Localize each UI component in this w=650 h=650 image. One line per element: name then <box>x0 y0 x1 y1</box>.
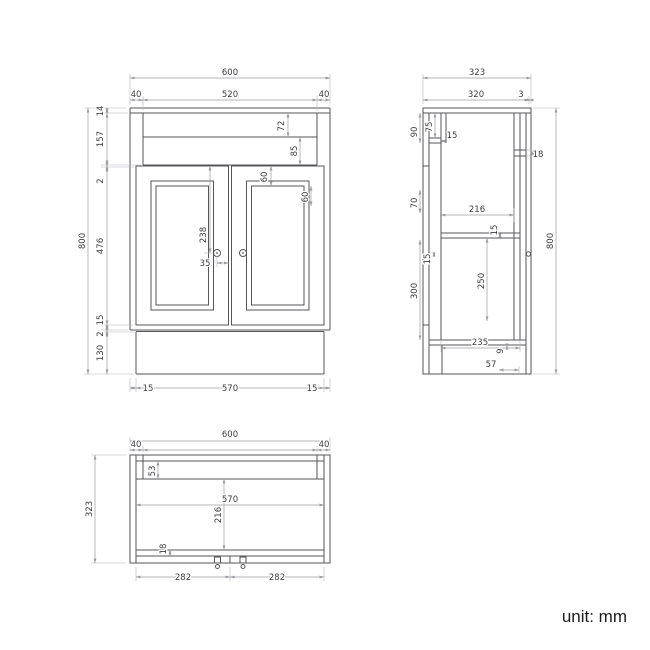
dim-label: 90 <box>410 127 420 138</box>
dim-label: 216 <box>214 507 224 523</box>
dim-label: 323 <box>469 68 485 78</box>
dim-label: 40 <box>319 440 330 450</box>
dim-label: 15 <box>490 225 500 236</box>
dim-label: 15 <box>96 315 106 326</box>
dim-label: 157 <box>96 131 106 147</box>
dim-label: 85 <box>290 146 300 157</box>
dim-label: 15 <box>423 254 433 265</box>
dim-label: 2 <box>96 178 106 183</box>
dim-label: 14 <box>96 106 106 117</box>
dim-label: 15 <box>307 384 318 394</box>
side-view-geometry <box>422 107 532 375</box>
unit-label: unit: mm <box>561 607 627 626</box>
dim-label: 35 <box>200 259 211 269</box>
dim-label: 216 <box>469 205 485 215</box>
dim-label: 2 <box>96 331 106 336</box>
top-view-dimension-lines <box>93 439 331 579</box>
front-view-labels: 600 40 520 40 14 157 2 476 15 2 130 800 72 85 60 60 238 3… <box>77 67 331 396</box>
dim-label: 520 <box>222 90 238 100</box>
dim-label: 60 <box>260 172 270 183</box>
dim-label: 72 <box>277 121 287 132</box>
dim-label: 40 <box>131 440 142 450</box>
dim-label: 320 <box>468 90 484 100</box>
dim-label: 570 <box>222 495 238 505</box>
dim-label: 800 <box>78 233 88 249</box>
dim-label: 70 <box>410 198 420 209</box>
dim-label: 600 <box>222 68 238 78</box>
dim-label: 600 <box>222 430 238 440</box>
dim-label: 53 <box>148 466 158 477</box>
dim-label: 800 <box>546 233 556 249</box>
side-view-labels: 323 320 3 75 90 15 18 70 216 15 15 300 250 235 9 57 800 <box>409 67 558 372</box>
dim-label: 15 <box>447 131 458 141</box>
plan-knob-right <box>239 556 247 564</box>
dim-label: 15 <box>143 384 154 394</box>
dim-label: 40 <box>131 90 142 100</box>
dim-label: 282 <box>269 573 285 583</box>
dim-label: 75 <box>425 122 435 133</box>
plan-knob-left <box>214 556 221 564</box>
dim-label: 40 <box>319 90 330 100</box>
dim-label: 57 <box>486 360 497 370</box>
front-view-dimension-lines <box>86 76 331 390</box>
dim-label: 476 <box>96 238 106 254</box>
front-view-geometry <box>129 107 331 375</box>
side-fitting-detail <box>525 251 532 257</box>
dim-label: 238 <box>199 227 209 243</box>
dim-label: 130 <box>96 345 106 361</box>
top-view-labels: 600 40 40 323 53 570 216 18 282 282 <box>84 429 331 585</box>
dim-label: 60 <box>301 192 311 203</box>
dim-label: 300 <box>410 283 420 299</box>
dim-label: 323 <box>85 501 95 517</box>
dim-label: 570 <box>222 384 238 394</box>
dim-label: 18 <box>533 150 544 160</box>
dim-label: 235 <box>472 338 488 348</box>
dim-label: 3 <box>518 90 523 100</box>
top-view-geometry <box>129 454 331 569</box>
dim-label: 18 <box>159 544 169 555</box>
dimension-labels: 600 40 520 40 14 157 2 476 15 2 130 800 72 85 60 60 238 3… <box>77 67 558 585</box>
side-view-extension-lines <box>422 74 560 375</box>
top-view-extension-lines <box>91 437 331 581</box>
side-view-dimension-lines <box>418 76 558 375</box>
dim-label: 282 <box>175 573 191 583</box>
dim-label: 9 <box>496 348 506 353</box>
dim-label: 250 <box>477 273 487 289</box>
